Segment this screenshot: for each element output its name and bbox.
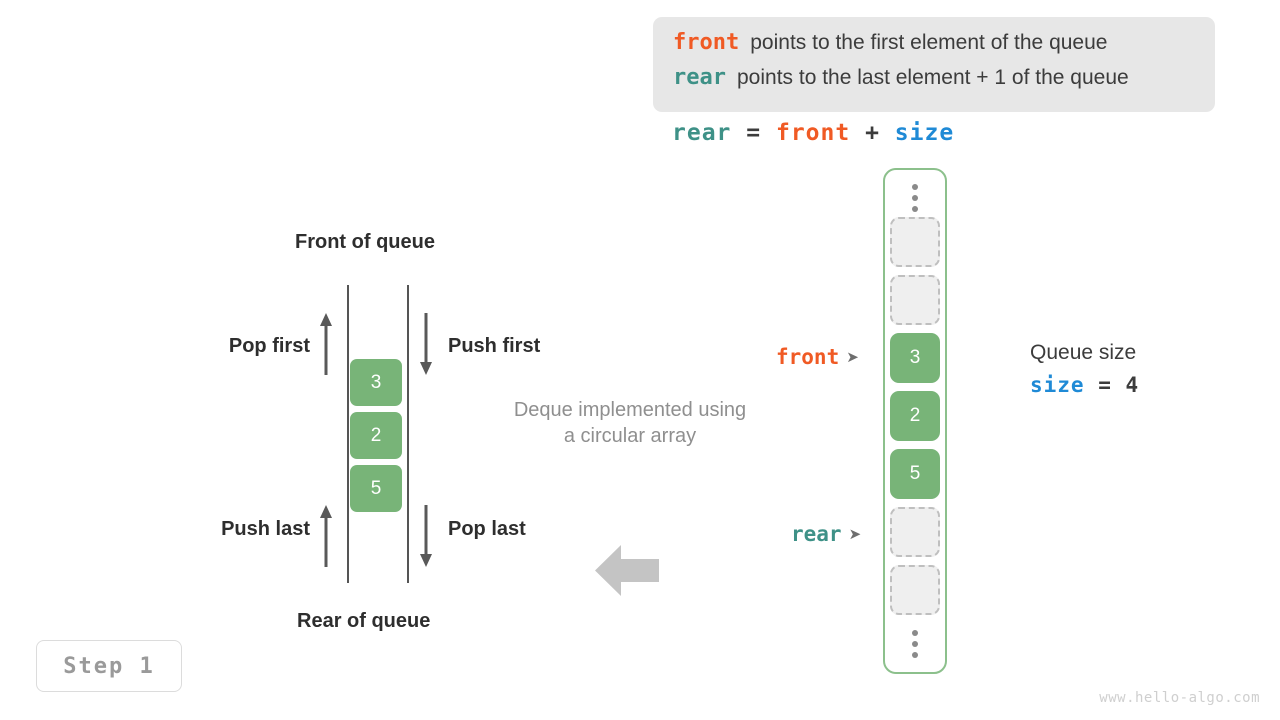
- queue-size-variable: size: [1030, 373, 1085, 397]
- array-slot-filled: 2: [890, 391, 940, 441]
- deque-cell: 5: [350, 465, 402, 512]
- arrow-left-mapping-icon: [595, 545, 659, 596]
- front-of-queue-label: Front of queue: [295, 231, 435, 253]
- deque-caption-line1: Deque implemented using: [513, 399, 747, 421]
- pointer-legend-box: front points to the first element of the…: [653, 17, 1215, 112]
- pointer-rear: rear ➤: [791, 522, 861, 546]
- arrow-down-pop-last: [420, 505, 432, 567]
- array-slot-filled: 3: [890, 333, 940, 383]
- step-badge: Step 1: [36, 640, 182, 692]
- dot: [912, 195, 918, 201]
- legend-description-front: points to the first element of the queue: [750, 31, 1108, 54]
- queue-size-equals: =: [1098, 373, 1112, 397]
- dot: [912, 641, 918, 647]
- dot: [912, 652, 918, 658]
- array-slot-empty: [890, 217, 940, 267]
- operation-label-push-first: Push first: [448, 335, 541, 357]
- deque-rail-right: [407, 285, 409, 583]
- dot: [912, 184, 918, 190]
- formula-term-front: front: [775, 120, 851, 146]
- ellipsis-dots-bottom-icon: [912, 630, 918, 658]
- array-slot-empty: [890, 507, 940, 557]
- operation-label-push-last: Push last: [221, 518, 310, 540]
- ellipsis-dots-top-icon: [912, 184, 918, 212]
- deque-diagram: Front of queue Rear of queue 3 2 5 Pop f…: [180, 225, 746, 645]
- legend-line-rear: rear points to the last element + 1 of t…: [673, 65, 1195, 100]
- formula-plus: +: [865, 120, 880, 146]
- deque-cell: 3: [350, 359, 402, 406]
- pointer-rear-arrow-icon: ➤: [848, 525, 862, 543]
- dot: [912, 206, 918, 212]
- operation-label-pop-last: Pop last: [448, 518, 526, 540]
- arrow-up-push-last: [320, 505, 332, 567]
- legend-line-front: front points to the first element of the…: [673, 30, 1195, 65]
- rear-of-queue-label: Rear of queue: [297, 610, 431, 632]
- formula-term-size: size: [894, 120, 955, 146]
- dot: [912, 630, 918, 636]
- deque-caption: Deque implemented using a circular array: [480, 397, 780, 449]
- pointer-front: front ➤: [776, 345, 859, 369]
- circular-array-container: 3 2 5: [883, 168, 947, 674]
- array-slot-filled: 5: [890, 449, 940, 499]
- legend-description-rear: points to the last element + 1 of the qu…: [736, 66, 1129, 89]
- watermark: www.hello-algo.com: [1099, 690, 1260, 706]
- legend-keyword-front: front: [673, 30, 740, 55]
- pointer-front-arrow-icon: ➤: [846, 348, 859, 366]
- queue-size-title: Queue size: [1030, 341, 1137, 364]
- formula-equals: =: [746, 120, 762, 146]
- pointer-rear-label: rear: [791, 522, 842, 546]
- queue-size-value: 4: [1125, 373, 1140, 397]
- rear-formula: rear = front + size: [672, 120, 954, 146]
- queue-size-note: Queue size size = 4: [1030, 341, 1139, 397]
- operation-label-pop-first: Pop first: [228, 335, 310, 357]
- deque-caption-line2: a circular array: [563, 425, 697, 447]
- pointer-front-label: front: [776, 345, 840, 369]
- deque-rail-left: [347, 285, 349, 583]
- deque-cell: 2: [350, 412, 402, 459]
- array-slot-empty: [890, 275, 940, 325]
- formula-term-rear: rear: [672, 120, 732, 146]
- arrow-down-push-first: [420, 313, 432, 375]
- legend-keyword-rear: rear: [673, 65, 726, 90]
- array-slot-empty: [890, 565, 940, 615]
- queue-size-expression: size = 4: [1030, 373, 1139, 397]
- arrow-up-pop-first: [320, 313, 332, 375]
